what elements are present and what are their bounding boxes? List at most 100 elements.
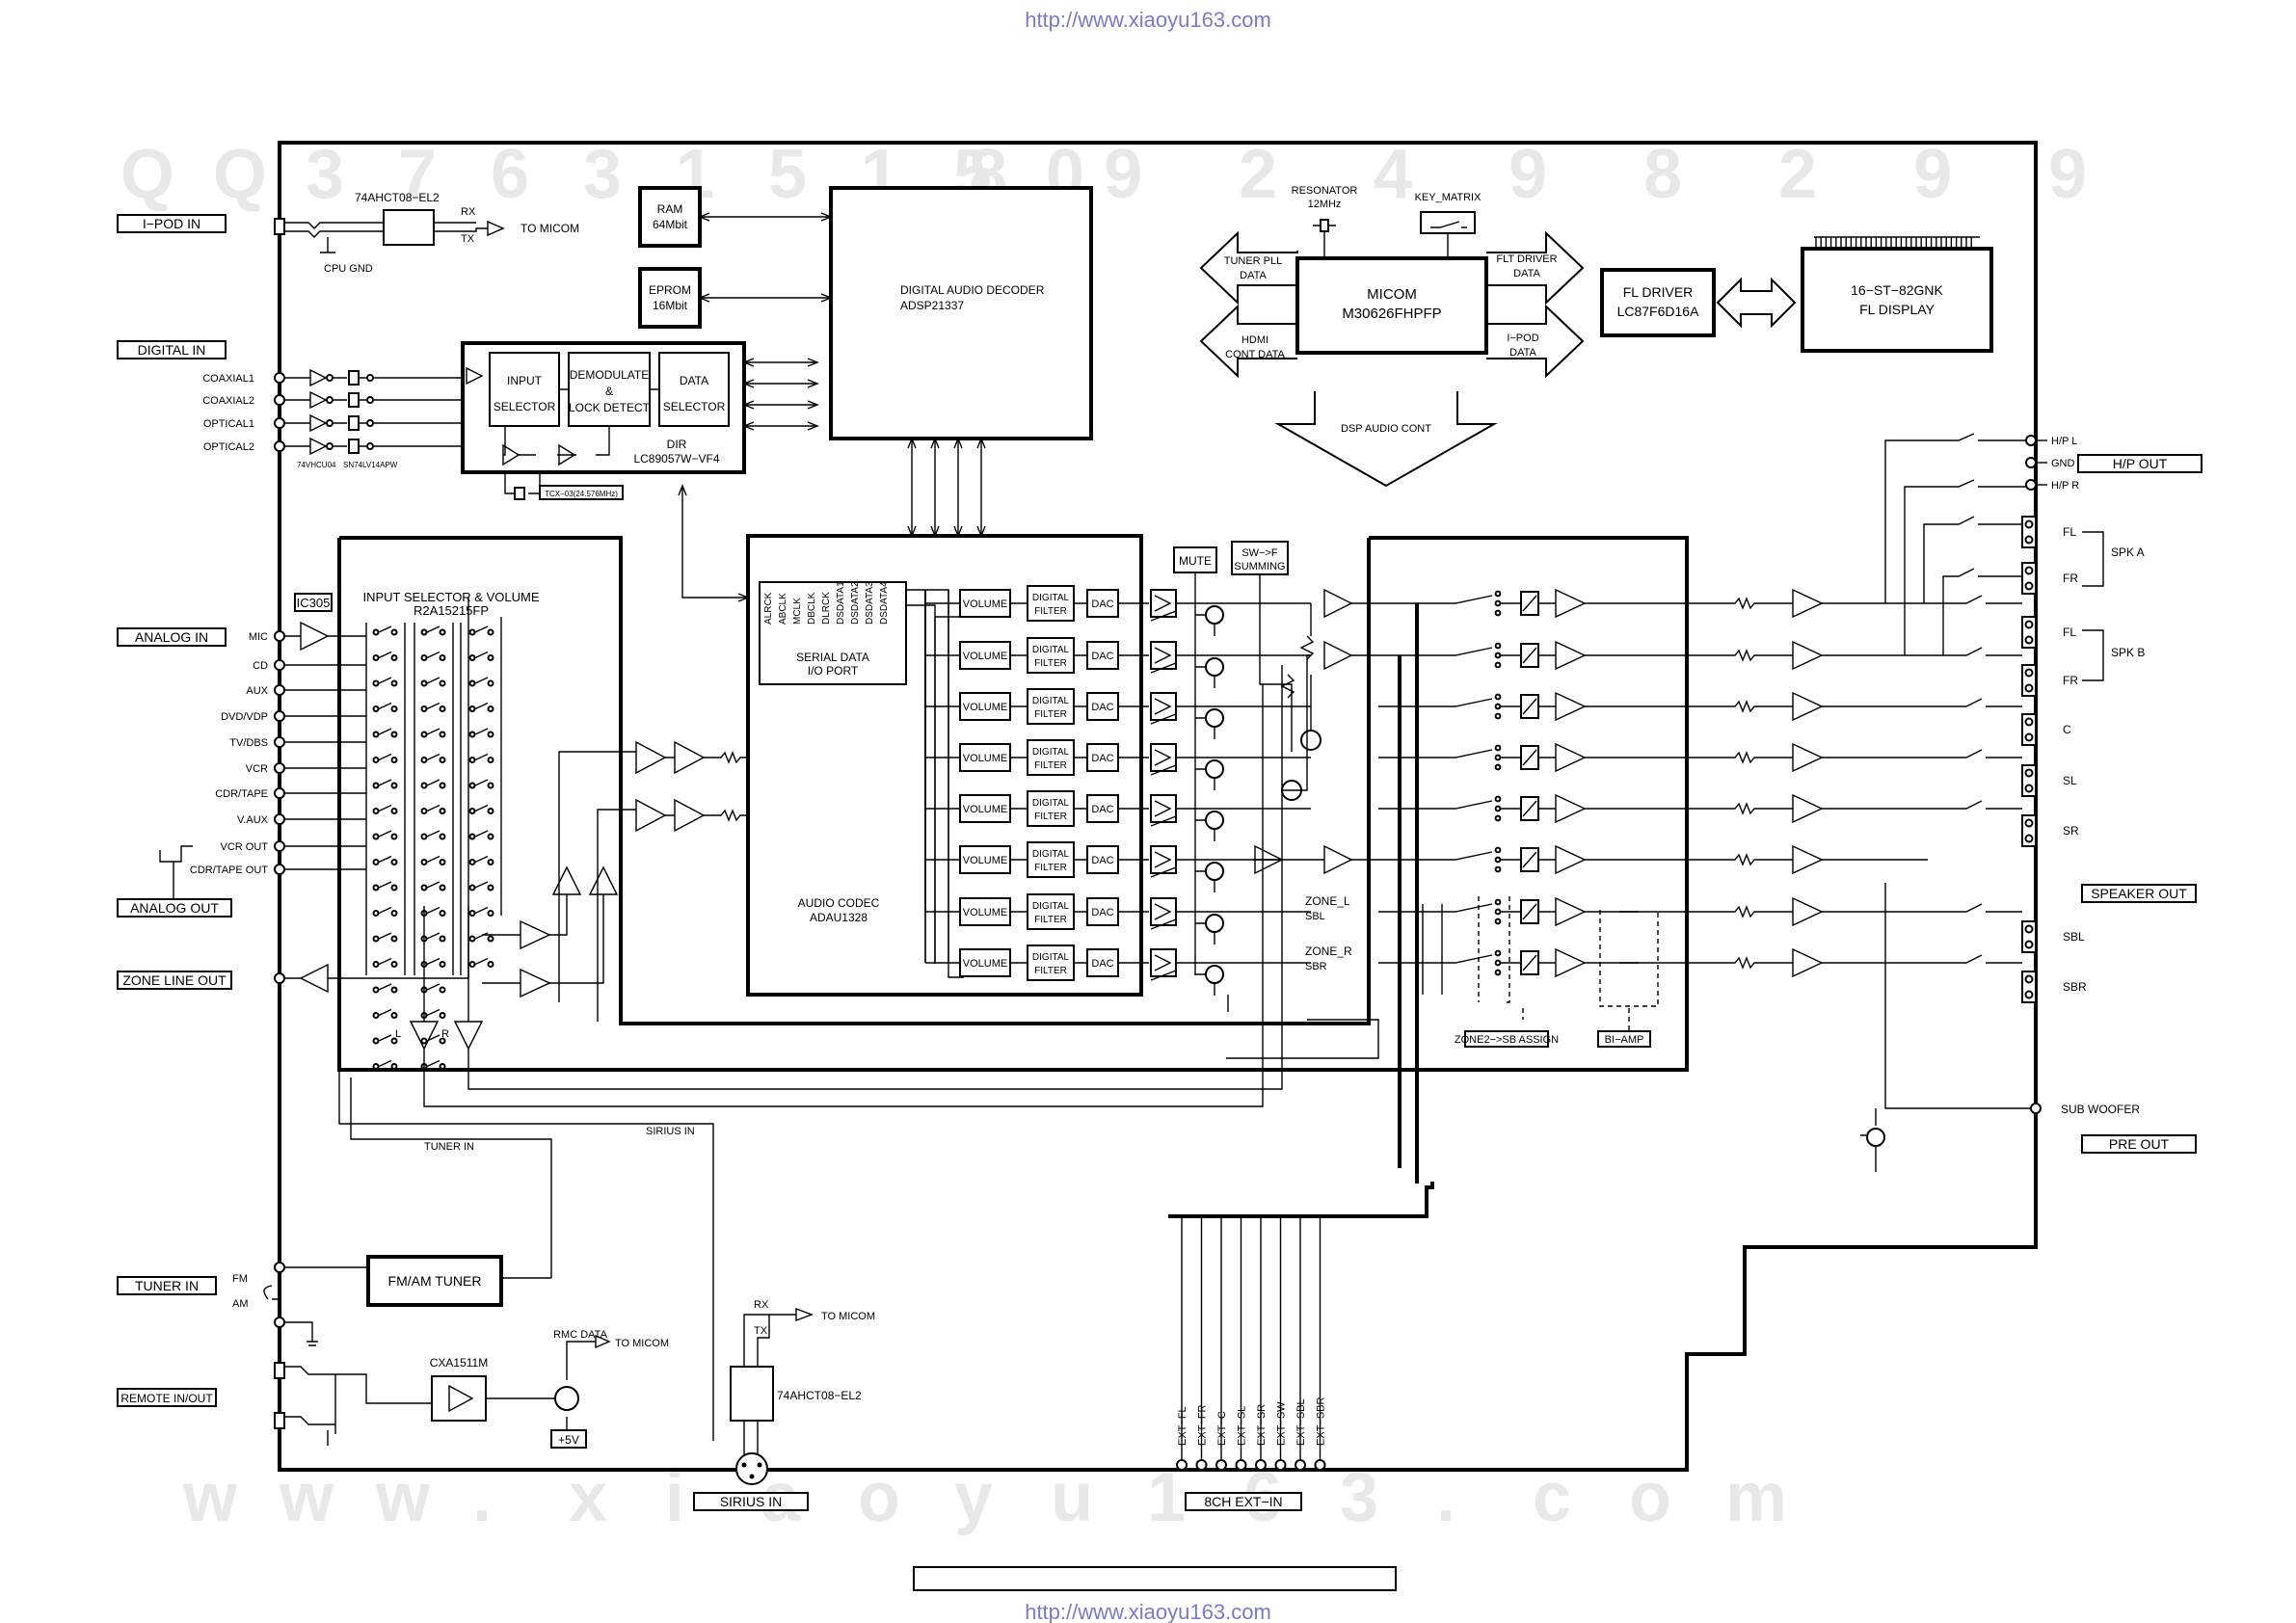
dac-label: DAC [1091, 958, 1113, 970]
inverter-bubble-icon [366, 396, 374, 404]
amp-r-label: R [441, 1028, 449, 1040]
watermark-char: 3 [583, 136, 622, 213]
dir-data-selector-label-1: DATA [680, 374, 708, 387]
digital-input-jack-icon [274, 372, 285, 384]
lpf-ramp-icon [1150, 610, 1177, 622]
channel-preamp-icon [1555, 588, 1587, 619]
switch-lever-icon [378, 983, 392, 991]
zone-l-label: ZONE_L [1305, 894, 1350, 908]
cxa1511m-label: CXA1511M [430, 1356, 488, 1370]
dac-filter-label: FILTER [1034, 709, 1067, 720]
assign-dashed-bracket [1478, 896, 1659, 1031]
inverter-bubble-icon [326, 374, 334, 382]
ipod-buffer-chip [383, 209, 435, 246]
dsp-label-2: ADSP21337 [900, 299, 964, 312]
channel-volume-wiper-icon [1500, 647, 1537, 664]
switch-contact-icon [390, 935, 398, 943]
dir-data-selector-label-2: SELECTOR [663, 400, 726, 413]
speaker-relay-icon [1928, 749, 2022, 758]
watermark-char: 5 [768, 136, 807, 213]
output-buffer-icon [1323, 640, 1353, 671]
switch-lever-icon [474, 625, 489, 633]
inverter-bubble-icon [366, 442, 374, 450]
ipod-data-arrow-icon [1486, 304, 1585, 379]
channel-switch-lever-icon [1378, 749, 1493, 758]
dac-filter-block [1027, 739, 1075, 776]
switch-contact-icon [420, 808, 428, 814]
dac-filter-label: DIGITAL [1032, 901, 1070, 912]
switch-contact-icon [372, 910, 380, 917]
channel-switch-contact-icon [1494, 865, 1502, 873]
channel-switch-contact-icon [1494, 744, 1502, 752]
sirius-in-tag [693, 1492, 809, 1511]
terminal-screw-icon [2024, 683, 2034, 693]
watermark-char: 9 [2048, 136, 2087, 213]
watermark-char: y [954, 1459, 993, 1536]
channel-preamp-icon [1555, 947, 1587, 978]
sirius-pin-icon [749, 1474, 755, 1479]
terminal-screw-icon [2024, 940, 2034, 949]
dac-filter-label: DIGITAL [1032, 849, 1070, 860]
switch-lever-icon [426, 830, 441, 838]
analog-jack-icon [274, 736, 285, 748]
lpf-ramp-icon [1150, 662, 1177, 674]
tuner-pll-arrow-icon [1199, 230, 1298, 306]
dac-filter-label: FILTER [1034, 658, 1067, 669]
watermark-char: 2 [1239, 136, 1277, 213]
watermark-char: . [1436, 1459, 1455, 1536]
switch-lever-icon [378, 906, 392, 915]
switch-contact-icon [487, 935, 494, 943]
resonator-label-1: RESONATOR [1292, 185, 1358, 197]
watermark-char: 3 [1340, 1459, 1378, 1536]
switch-contact-icon [420, 628, 428, 636]
hp-terminal-label: GND [2051, 458, 2075, 469]
volume-label: VOLUME [963, 599, 1007, 610]
pre-out-tag [2081, 1134, 2197, 1154]
channel-switch-contact-icon [1494, 754, 1502, 761]
channel-switch-lever-icon [1378, 903, 1493, 913]
serial-pin-label: ABCLK [778, 593, 788, 625]
inverter-bubble-icon [326, 442, 334, 450]
switch-contact-icon [390, 884, 398, 891]
terminal-screw-icon [2024, 974, 2034, 984]
fm-jack-icon [274, 1262, 285, 1273]
switch-lever-icon [474, 779, 489, 786]
cxa1511m-chip [431, 1375, 487, 1422]
mute-transistor-wire [1176, 911, 1311, 945]
resonator-label-2: 12MHz [1308, 199, 1342, 210]
ext-in-label: EXT−SBR [1316, 1397, 1327, 1446]
switch-contact-icon [390, 628, 398, 636]
channel-switch-contact-icon [1494, 693, 1502, 701]
spk-brackets [2082, 531, 2104, 681]
switch-contact-icon [468, 910, 476, 917]
hdmi-cont-arrow-icon [1199, 304, 1297, 379]
switch-contact-icon [439, 782, 446, 789]
ipod-rx-label: RX [461, 206, 476, 218]
ext-in-label: EXT−SR [1256, 1404, 1268, 1446]
watermark-char: . [472, 1459, 492, 1536]
watermark-char: 6 [491, 136, 529, 213]
speaker-terminal-label: SBR [2063, 980, 2087, 994]
watermark-char: o [858, 1459, 900, 1536]
volume-label: VOLUME [963, 753, 1007, 764]
rec-buffer-icons [551, 865, 619, 895]
switch-contact-icon [487, 679, 494, 687]
power-amp-icon [1792, 691, 1824, 722]
speaker-terminal-label: SR [2063, 824, 2079, 838]
speaker-terminal-label: FR [2063, 674, 2078, 687]
sirius-pin-icon [757, 1462, 762, 1468]
hp-terminal-label: H/P L [2051, 436, 2077, 447]
sbr-tag-label: SBR [1305, 961, 1327, 972]
dir-bus-arrow-icons [742, 358, 819, 431]
dac-filter-label: DIGITAL [1032, 593, 1070, 603]
terminal-screw-icon [2024, 768, 2034, 778]
rmc-to-micom-label: TO MICOM [615, 1338, 669, 1349]
dac-filter-label: DIGITAL [1032, 747, 1070, 758]
switch-contact-icon [372, 782, 380, 789]
dac-chain-list: VOLUME DIGITAL FILTER DAC VOLUME DIGITAL FILTE… [924, 585, 1311, 996]
switch-contact-icon [439, 1012, 446, 1019]
channel-switch-contact-icon [1494, 959, 1502, 967]
eprom-label-2: 16Mbit [653, 299, 688, 312]
watermark-char: w [279, 1459, 334, 1536]
